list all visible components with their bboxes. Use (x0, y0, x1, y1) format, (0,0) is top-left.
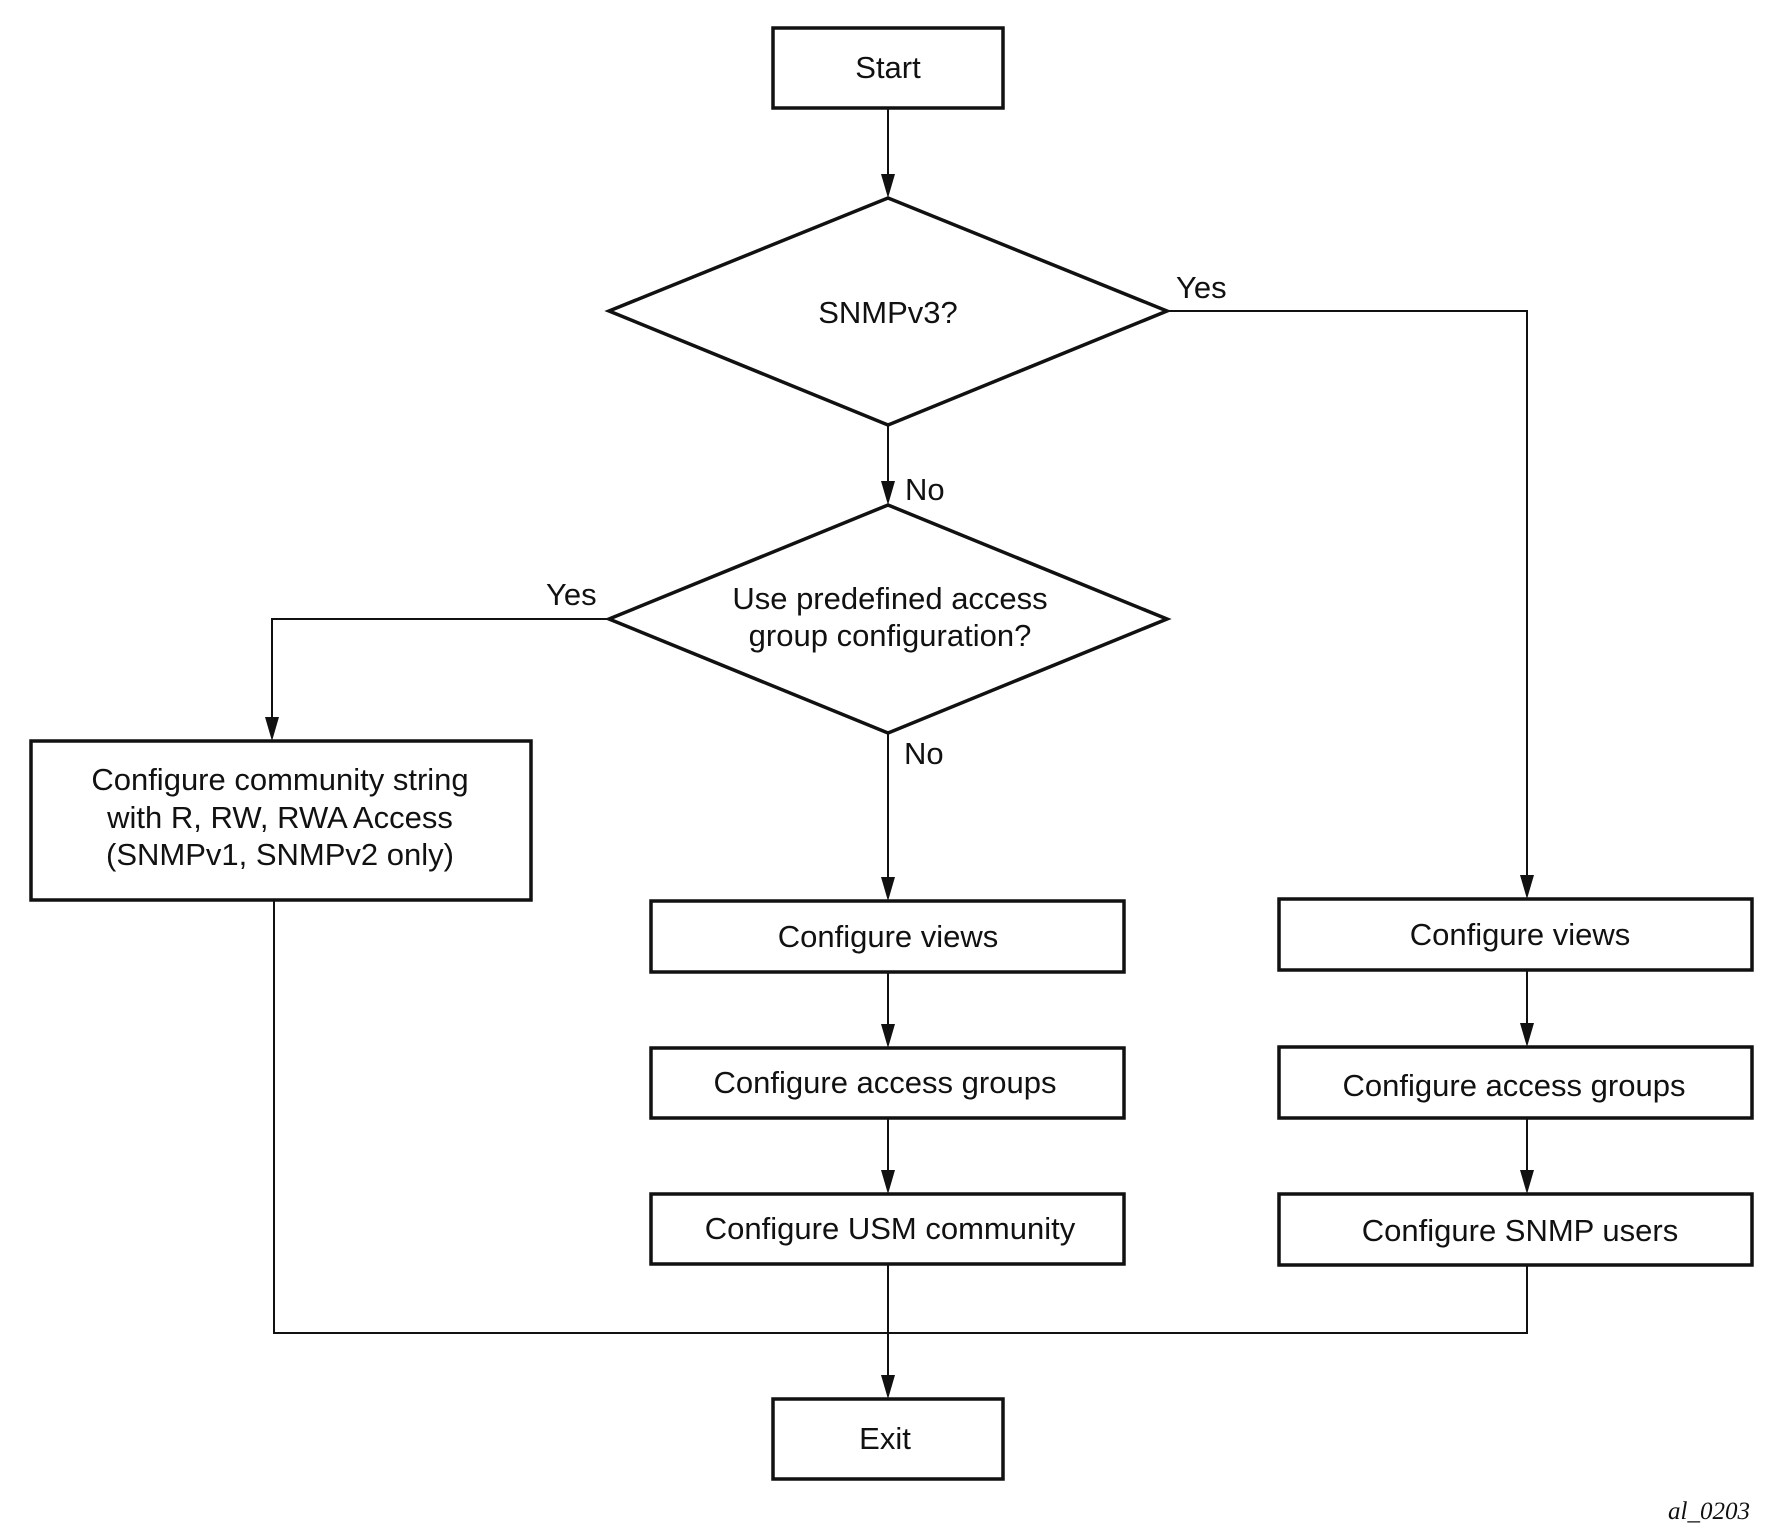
snmpv3-label: SNMPv3? (818, 295, 958, 330)
community-label-line-3: (SNMPv1, SNMPv2 only) (106, 837, 454, 872)
edge-community-merge (273, 900, 888, 1334)
predefined-label-line-2: group configuration? (749, 618, 1032, 653)
predefined-label-line-1: Use predefined access (732, 581, 1047, 616)
edge-snmpv3-yes (1167, 310, 1528, 882)
arrowhead-access-right (1520, 1023, 1534, 1047)
snmpv3-no-label: No (905, 472, 945, 507)
usm-label: Configure USM community (705, 1211, 1076, 1246)
community-label-line-2: with R, RW, RWA Access (106, 800, 453, 835)
arrowhead-predefined (881, 481, 895, 505)
community-box (29, 739, 533, 902)
exit-box (771, 1397, 1005, 1481)
predefined-yes-label: Yes (546, 577, 597, 612)
arrowhead-usm (881, 1170, 895, 1194)
predefined-no-label: No (904, 736, 944, 771)
edge-predefined-yes (271, 618, 609, 724)
arrowhead-snmpv3 (881, 174, 895, 198)
arrowhead-community (265, 717, 279, 741)
start-label: Start (855, 50, 921, 85)
arrowhead-exit (881, 1375, 895, 1399)
views-mid-label: Configure views (778, 919, 999, 954)
community-label-line-1: Configure community string (91, 762, 468, 797)
arrowhead-users (1520, 1170, 1534, 1194)
arrowhead-views-mid (881, 877, 895, 901)
edge-users-merge (888, 1265, 1528, 1334)
access-mid-label: Configure access groups (714, 1065, 1057, 1100)
arrowhead-access-mid (881, 1024, 895, 1048)
views-right-box (1277, 897, 1754, 972)
access-right-label: Configure access groups (1343, 1068, 1686, 1103)
figure-id: al_0203 (1668, 1498, 1750, 1525)
snmpv3-yes-label: Yes (1176, 270, 1227, 305)
users-label: Configure SNMP users (1362, 1213, 1678, 1248)
start-box (771, 26, 1005, 110)
exit-label: Exit (859, 1421, 911, 1456)
arrowhead-views-right (1520, 875, 1534, 899)
access-right-box (1277, 1045, 1754, 1120)
users-box (1277, 1192, 1754, 1267)
views-right-label: Configure views (1410, 917, 1631, 952)
